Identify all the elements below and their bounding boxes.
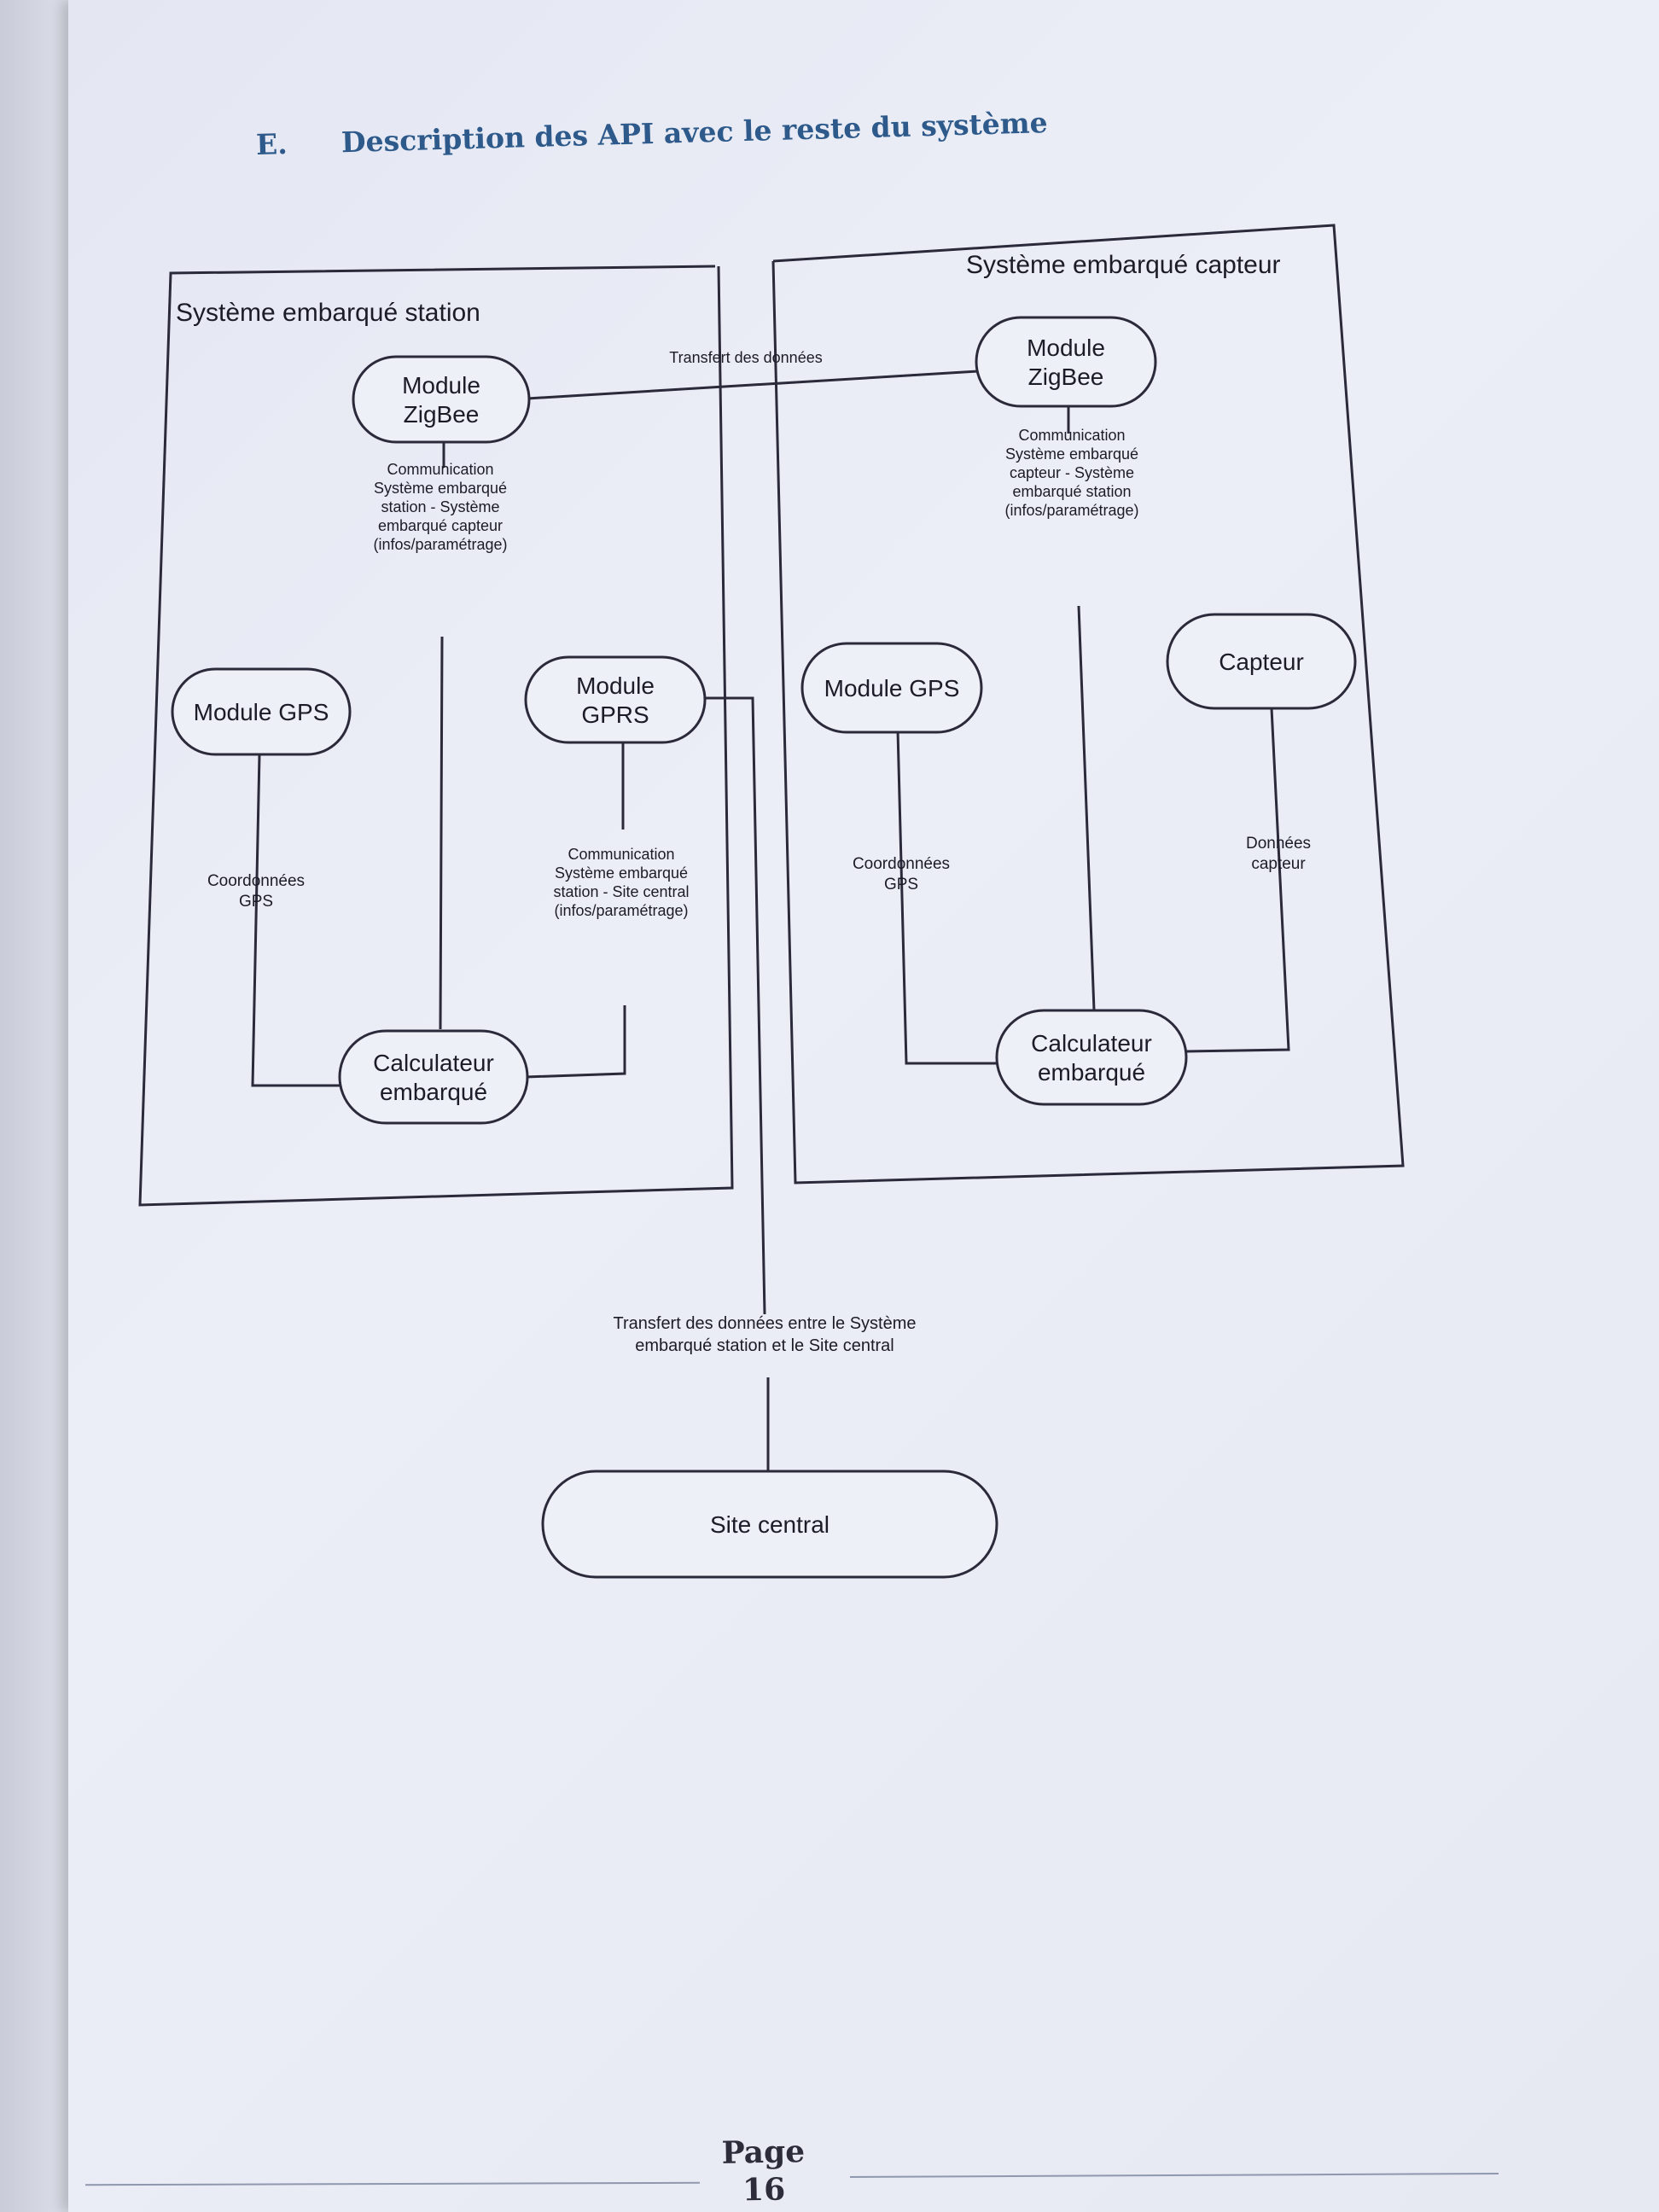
page-number: Page 16 [721,2133,806,2209]
edge-label-zigbee-link: Transfert des données [669,349,822,366]
node-label-site-central: Site central [710,1511,830,1538]
node-site-central [541,1470,998,1579]
node-sensor-capteur [1166,613,1357,710]
node-label-sensor-gps: Module GPS [824,675,960,701]
station-group-box [138,265,734,1207]
node-sensor-calc [995,1009,1188,1106]
page-label: Page [721,2133,806,2171]
node-sensor-zigbee [975,316,1157,408]
node-label-station-gps: Module GPS [194,699,329,725]
edge-station-zigbee-calc [439,440,445,1030]
edge-station-gps-calc [251,754,341,1087]
station-group-label: Système embarqué station [176,299,480,327]
node-station-gprs [524,655,707,744]
node-label-sensor-capteur: Capteur [1219,649,1304,675]
node-station-calc [338,1029,529,1125]
edge-zigbee-link [527,370,979,400]
edge-sensor-zigbee-calc [1067,405,1096,1011]
sensor-group-box [771,224,1405,1185]
edge-capteur-calc [1184,707,1290,1053]
node-station-zigbee [352,355,531,444]
sensor-group-label: Système embarqué capteur [966,251,1281,279]
page-number-value: 16 [742,2171,786,2209]
previous-page-edge [0,0,72,2212]
edge-gprs-central [705,696,770,1473]
node-sensor-gps [800,642,983,734]
edge-sensor-gps-calc [896,730,1000,1065]
document-page [68,0,1659,2212]
node-station-gps [171,667,352,756]
edge-station-gprs-calc [525,742,626,1079]
